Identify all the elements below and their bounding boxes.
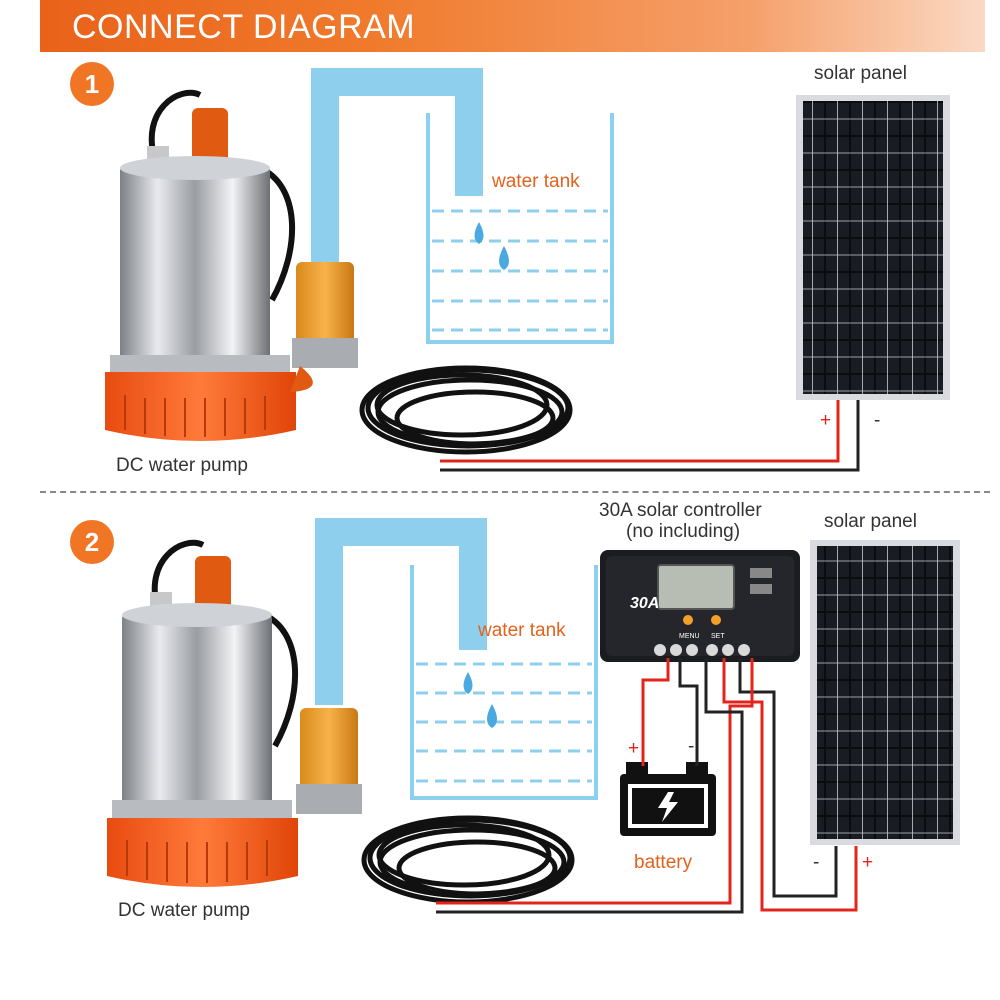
- water-pipe-1: [311, 68, 483, 270]
- panel-minus-label-1: -: [874, 410, 881, 431]
- wire-black-panel: [738, 658, 838, 898]
- solar-panel-2: [810, 540, 960, 845]
- solar-panel-label-2: solar panel: [824, 511, 917, 532]
- controller-set-label: SET: [711, 633, 725, 640]
- page-title: CONNECT DIAGRAM: [72, 8, 416, 46]
- wiring-2: [436, 658, 858, 914]
- solar-panel-label-1: solar panel: [814, 63, 907, 84]
- battery-label: battery: [634, 852, 693, 873]
- wire-black-pump: [436, 658, 744, 914]
- wire-red-1: [440, 400, 840, 463]
- step-1-badge: 1: [70, 62, 114, 106]
- water-tank-label-1: water tank: [492, 171, 580, 192]
- solar-panel-1: [796, 95, 950, 400]
- dc-water-pump-2: [107, 539, 362, 887]
- water-tank-label-2: water tank: [478, 620, 566, 641]
- battery-plus-label: +: [628, 738, 640, 759]
- header-banner: CONNECT DIAGRAM: [40, 0, 985, 52]
- panel-minus-label-2: -: [813, 852, 820, 873]
- water-pipe-2: [315, 518, 487, 705]
- panel-plus-label-2: +: [862, 852, 874, 873]
- wire-red-battery: [641, 658, 670, 766]
- wire-red-pump: [436, 658, 754, 905]
- section-2: 30A MENU SET: [107, 518, 960, 914]
- section-divider: [40, 491, 990, 493]
- battery: [620, 762, 716, 836]
- pump-label-1: DC water pump: [116, 455, 248, 476]
- wire-black-battery: [678, 658, 699, 766]
- section-1: [105, 68, 950, 472]
- cable-coil-1: [359, 365, 573, 455]
- dc-water-pump-1: [105, 89, 358, 441]
- water-tank-1: [426, 113, 614, 344]
- panel-plus-label-1: +: [820, 410, 832, 431]
- controller-title-label: 30A solar controller: [599, 500, 762, 521]
- controller-note-label: (no including): [626, 521, 741, 542]
- water-tank-2: [410, 565, 598, 800]
- battery-minus-label: -: [688, 736, 695, 757]
- cable-coil-2: [361, 815, 575, 905]
- solar-controller: 30A MENU SET: [600, 550, 800, 662]
- wire-black-1: [440, 400, 860, 472]
- step-2-badge: 2: [70, 520, 114, 564]
- controller-menu-label: MENU: [679, 633, 700, 640]
- controller-rating-label: 30A: [630, 595, 659, 612]
- wire-red-panel: [722, 658, 858, 912]
- pump-label-2: DC water pump: [118, 900, 250, 921]
